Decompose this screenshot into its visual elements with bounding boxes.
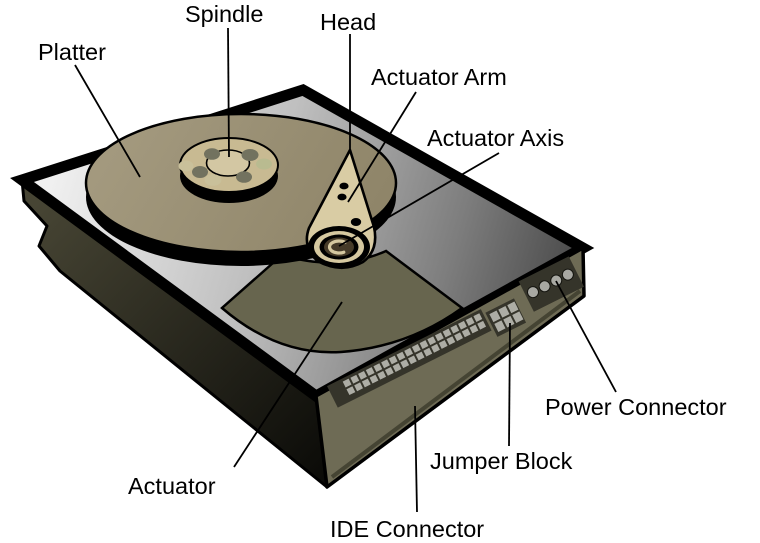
ide-pin: [392, 363, 402, 372]
jumper-pin: [507, 301, 519, 314]
leader-jumper-block: [508, 322, 511, 447]
case-front-bevel: [330, 289, 582, 479]
ide-pin: [477, 320, 487, 330]
ide-pin: [365, 367, 375, 376]
label-jumper-block: Jumper Block: [430, 448, 573, 474]
ide-pin: [473, 313, 483, 322]
hub-dot: [192, 166, 208, 178]
jumper-pin: [489, 310, 501, 323]
ide-pin: [458, 320, 467, 330]
label-actuator: Actuator: [128, 473, 216, 499]
ide-pin: [373, 363, 383, 373]
power-pin: [526, 286, 539, 299]
jumper-pin: [512, 311, 524, 324]
ide-pin: [415, 351, 425, 361]
ide-pin: [377, 370, 387, 380]
ide-pin: [396, 351, 406, 361]
leader-platter: [74, 64, 141, 178]
ide-pins: [342, 313, 487, 396]
ide-pin: [454, 332, 463, 342]
actuator-axis-bearing: [308, 226, 370, 268]
leader-actuator: [233, 301, 343, 468]
label-actuator-arm: Actuator Arm: [371, 64, 507, 90]
labels: Platter Spindle Head Actuator Arm Actuat…: [38, 1, 727, 542]
hub-dot: [204, 174, 222, 186]
label-platter: Platter: [38, 39, 106, 65]
hub-dot: [241, 149, 259, 161]
ide-pin: [427, 336, 437, 346]
ide-pin: [369, 374, 379, 384]
leader-ide-connector: [414, 405, 418, 513]
leader-actuator-axis: [338, 152, 500, 247]
power-pin: [538, 280, 551, 293]
ide-pin: [411, 344, 421, 353]
label-ide-connector: IDE Connector: [330, 516, 484, 542]
power-pins: [526, 268, 574, 299]
ide-pin: [342, 378, 352, 388]
label-spindle: Spindle: [185, 1, 263, 27]
ide-pin: [465, 317, 475, 326]
jumper-pin: [494, 320, 506, 332]
leader-actuator-arm: [347, 91, 417, 203]
ide-pin: [361, 378, 371, 388]
ide-pin: [461, 328, 471, 338]
arm-dot: [339, 182, 349, 190]
ide-pin: [388, 355, 398, 365]
arm-dot: [337, 193, 347, 201]
ide-pin: [431, 343, 440, 353]
jumper-pins: [489, 301, 524, 332]
hub-dot: [204, 148, 220, 160]
ide-connector-component: [327, 309, 492, 408]
ide-pin: [450, 324, 460, 334]
ide-pin: [469, 324, 479, 334]
leader-spindle: [227, 27, 230, 158]
hub-dot: [256, 158, 272, 170]
ide-pin: [442, 328, 452, 338]
label-actuator-axis: Actuator Axis: [427, 125, 564, 151]
ide-pin: [358, 370, 367, 380]
ide-pin: [354, 382, 364, 392]
connectors: [327, 256, 584, 408]
ide-pin: [408, 355, 417, 365]
jumper-pin: [498, 306, 510, 318]
jumper-block-component: [485, 298, 527, 337]
ide-pin: [423, 347, 433, 357]
ide-pin: [419, 340, 429, 349]
ide-pin: [381, 359, 390, 369]
leader-power-connector: [555, 280, 617, 393]
ide-pin: [446, 336, 456, 345]
hub-dot: [178, 160, 194, 172]
label-power-connector: Power Connector: [545, 394, 727, 420]
ide-pin: [384, 367, 394, 376]
bearing-highlight-arc: [327, 239, 347, 255]
power-pin: [561, 268, 574, 281]
hub-dot: [236, 171, 252, 183]
ide-pin: [350, 374, 360, 384]
label-head: Head: [320, 9, 376, 35]
ide-pin: [346, 386, 356, 396]
ide-pin: [438, 340, 448, 349]
ide-pin: [404, 347, 414, 357]
ide-pin: [434, 332, 444, 342]
power-connector-component: [518, 256, 584, 312]
spindle-hub-dots: [178, 148, 272, 186]
jumper-pin: [503, 315, 515, 328]
arm-dot: [350, 218, 362, 226]
ide-pin: [400, 359, 410, 369]
